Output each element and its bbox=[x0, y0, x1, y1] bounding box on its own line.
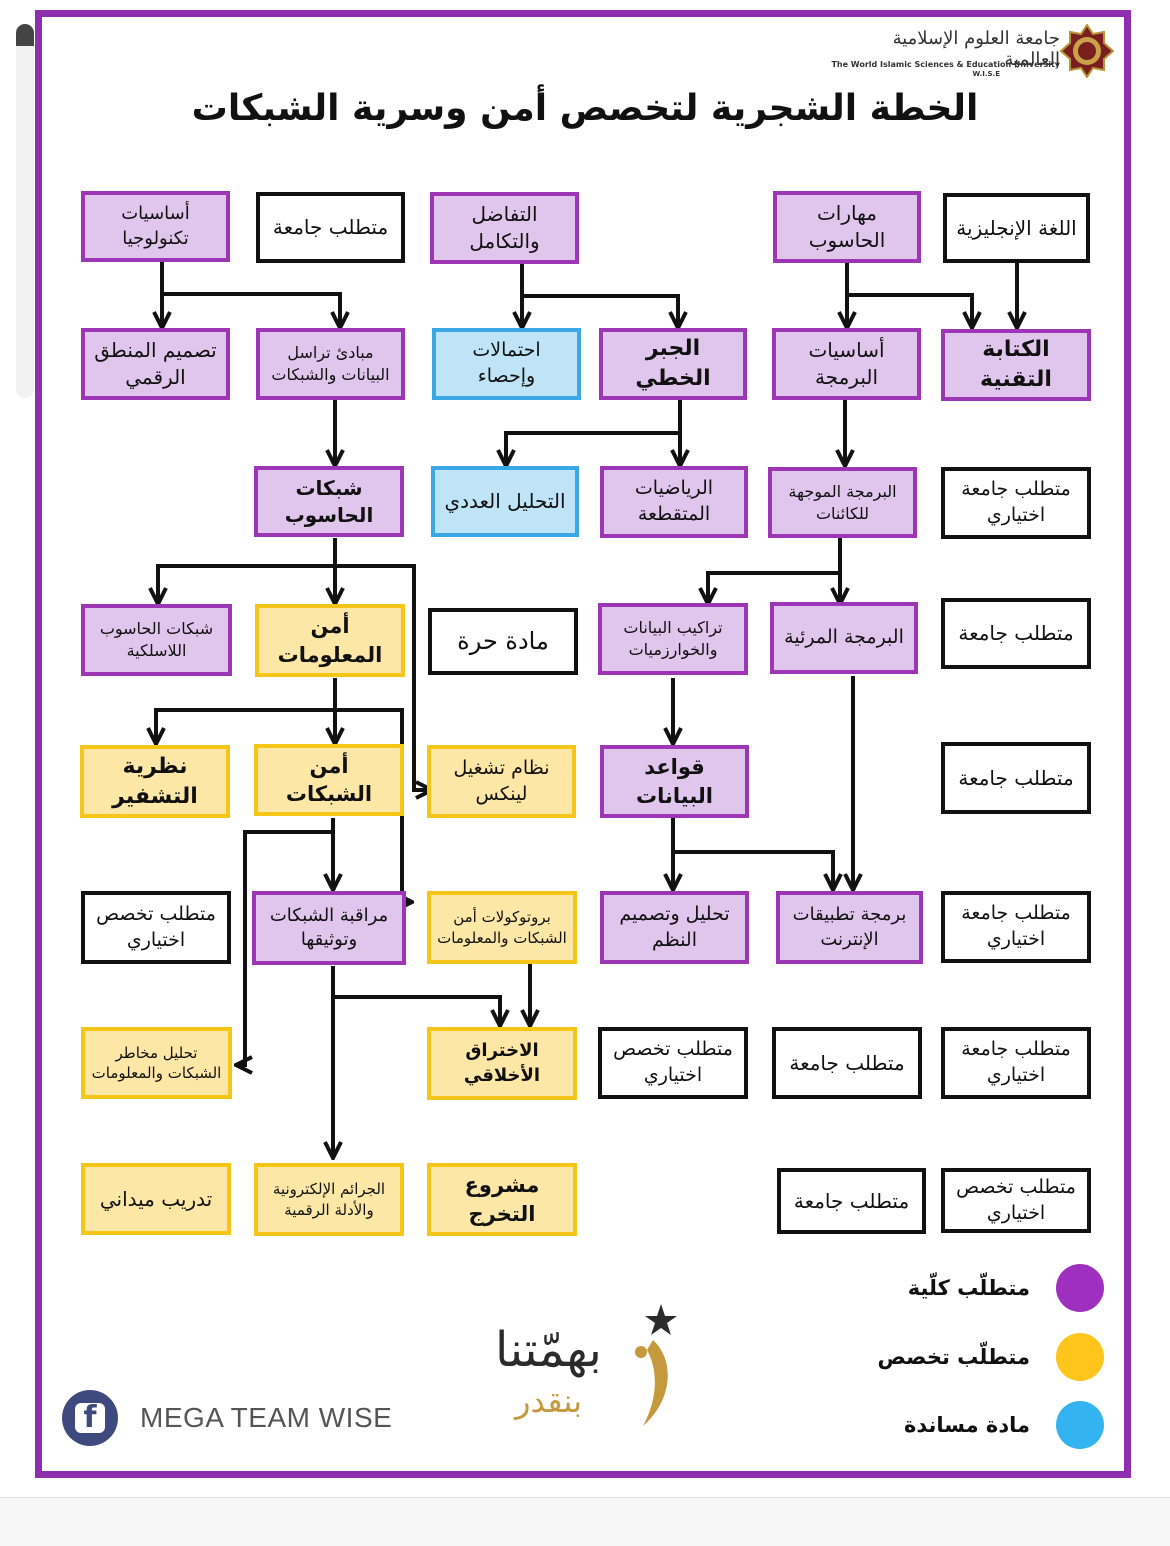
course-cyber-crimes: الجرائم الإلكترونية والأدلة الرقمية bbox=[254, 1163, 404, 1236]
course-data-communication: مبادئ تراسل البيانات والشبكات bbox=[256, 328, 405, 400]
legend-college-dot bbox=[1056, 1264, 1104, 1312]
course-specialization-elective-3: متطلب تخصص اختياري bbox=[941, 1168, 1091, 1233]
scrollbar[interactable] bbox=[16, 24, 34, 398]
legend-specialization: متطلّب تخصص bbox=[877, 1333, 1104, 1381]
course-university-req-5: متطلب جامعة bbox=[777, 1168, 926, 1234]
scrollbar-thumb[interactable] bbox=[16, 24, 34, 46]
legend-college-label: متطلّب كلّية bbox=[907, 1276, 1030, 1300]
course-english: اللغة الإنجليزية bbox=[943, 193, 1090, 263]
course-probability-statistics: احتمالات وإحصاء bbox=[432, 328, 581, 400]
legend-specialization-dot bbox=[1056, 1333, 1104, 1381]
course-cryptography: نظرية التشفير bbox=[80, 745, 230, 818]
slogan-logo: بهمّتنا بنقدر bbox=[495, 1300, 685, 1430]
slogan-line-2: بنقدر bbox=[515, 1382, 582, 1420]
course-computer-networks: شبكات الحاسوب bbox=[254, 466, 404, 537]
course-university-req-2: متطلب جامعة bbox=[941, 598, 1091, 669]
course-information-security: أمن المعلومات bbox=[255, 604, 405, 677]
course-network-security: أمن الشبكات bbox=[254, 744, 404, 816]
page-title: الخطة الشجرية لتخصص أمن وسرية الشبكات bbox=[191, 88, 979, 129]
course-programming-basics: أساسيات البرمجة bbox=[772, 328, 921, 400]
course-specialization-elective-2: متطلب تخصص اختياري bbox=[598, 1027, 748, 1099]
slogan-line-1: بهمّتنا bbox=[495, 1322, 602, 1378]
course-university-req-3: متطلب جامعة bbox=[941, 742, 1091, 814]
course-ethical-hacking: الاختراق الأخلاقي bbox=[427, 1027, 577, 1100]
course-databases: قواعد البيانات bbox=[600, 745, 749, 818]
facebook-icon[interactable]: f bbox=[62, 1390, 118, 1446]
course-systems-analysis: تحليل وتصميم النظم bbox=[600, 891, 749, 964]
course-linux: نظام تشغيل لينكس bbox=[427, 745, 576, 818]
legend-support-label: مادة مساندة bbox=[903, 1413, 1030, 1437]
university-abbr: W.I.S.E bbox=[972, 70, 1000, 78]
star-figure-icon bbox=[635, 1304, 677, 1426]
university-name-ar: جامعة العلوم الإسلامية العالمية bbox=[892, 28, 1060, 70]
facebook-glyph: f bbox=[75, 1403, 105, 1433]
course-university-req-1: متطلب جامعة bbox=[256, 192, 405, 263]
course-web-apps: برمجة تطبيقات الإنترنت bbox=[776, 891, 923, 964]
university-seal-icon bbox=[1060, 24, 1114, 78]
course-numerical-analysis: التحليل العددي bbox=[431, 466, 579, 537]
course-technical-writing: الكتابة التقنية bbox=[941, 329, 1091, 401]
course-field-training: تدريب ميداني bbox=[81, 1163, 231, 1235]
course-oop: البرمجة الموجهة للكائنات bbox=[768, 467, 917, 538]
course-wireless-networks: شبكات الحاسوب اللاسلكية bbox=[81, 604, 232, 676]
course-digital-logic: تصميم المنطق الرقمي bbox=[81, 328, 230, 400]
course-calculus: التفاضل والتكامل bbox=[430, 192, 579, 264]
course-graduation-project: مشروع التخرج bbox=[427, 1163, 577, 1236]
course-tech-basics: أساسيات تكنولوجيا bbox=[81, 191, 230, 262]
course-university-elective-2: متطلب جامعة اختياري bbox=[941, 891, 1091, 963]
university-logo: جامعة العلوم الإسلامية العالمية The Worl… bbox=[831, 22, 1120, 82]
social-footer: f MEGA TEAM WISE bbox=[62, 1390, 392, 1446]
course-network-monitoring: مراقبة الشبكات وتوثيقها bbox=[252, 891, 406, 965]
team-name: MEGA TEAM WISE bbox=[140, 1402, 393, 1433]
course-discrete-math: الرياضيات المتقطعة bbox=[600, 466, 748, 538]
course-data-structures: تراكيب البيانات والخوارزميات bbox=[598, 603, 748, 675]
course-free-elective: مادة حرة bbox=[428, 608, 578, 675]
course-university-elective-1: متطلب جامعة اختياري bbox=[941, 467, 1091, 539]
course-security-protocols: بروتوكولات أمن الشبكات والمعلومات bbox=[427, 891, 577, 964]
course-risk-analysis: تحليل مخاطر الشبكات والمعلومات bbox=[81, 1027, 232, 1099]
university-name-en: The World Islamic Sciences & Education U… bbox=[831, 60, 1060, 69]
legend-college: متطلّب كلّية bbox=[908, 1264, 1104, 1312]
course-university-elective-3: متطلب جامعة اختياري bbox=[941, 1027, 1091, 1099]
course-linear-algebra: الجبر الخطي bbox=[599, 328, 747, 400]
course-university-req-4: متطلب جامعة bbox=[772, 1027, 922, 1099]
course-specialization-elective-1: متطلب تخصص اختياري bbox=[81, 891, 231, 964]
course-visual-programming: البرمجة المرئية bbox=[770, 602, 918, 674]
legend-support-dot bbox=[1056, 1401, 1104, 1449]
bottom-bar bbox=[0, 1497, 1170, 1546]
course-computer-skills: مهارات الحاسوب bbox=[773, 191, 921, 263]
legend-specialization-label: متطلّب تخصص bbox=[877, 1345, 1030, 1369]
legend-support: مادة مساندة bbox=[904, 1401, 1104, 1449]
